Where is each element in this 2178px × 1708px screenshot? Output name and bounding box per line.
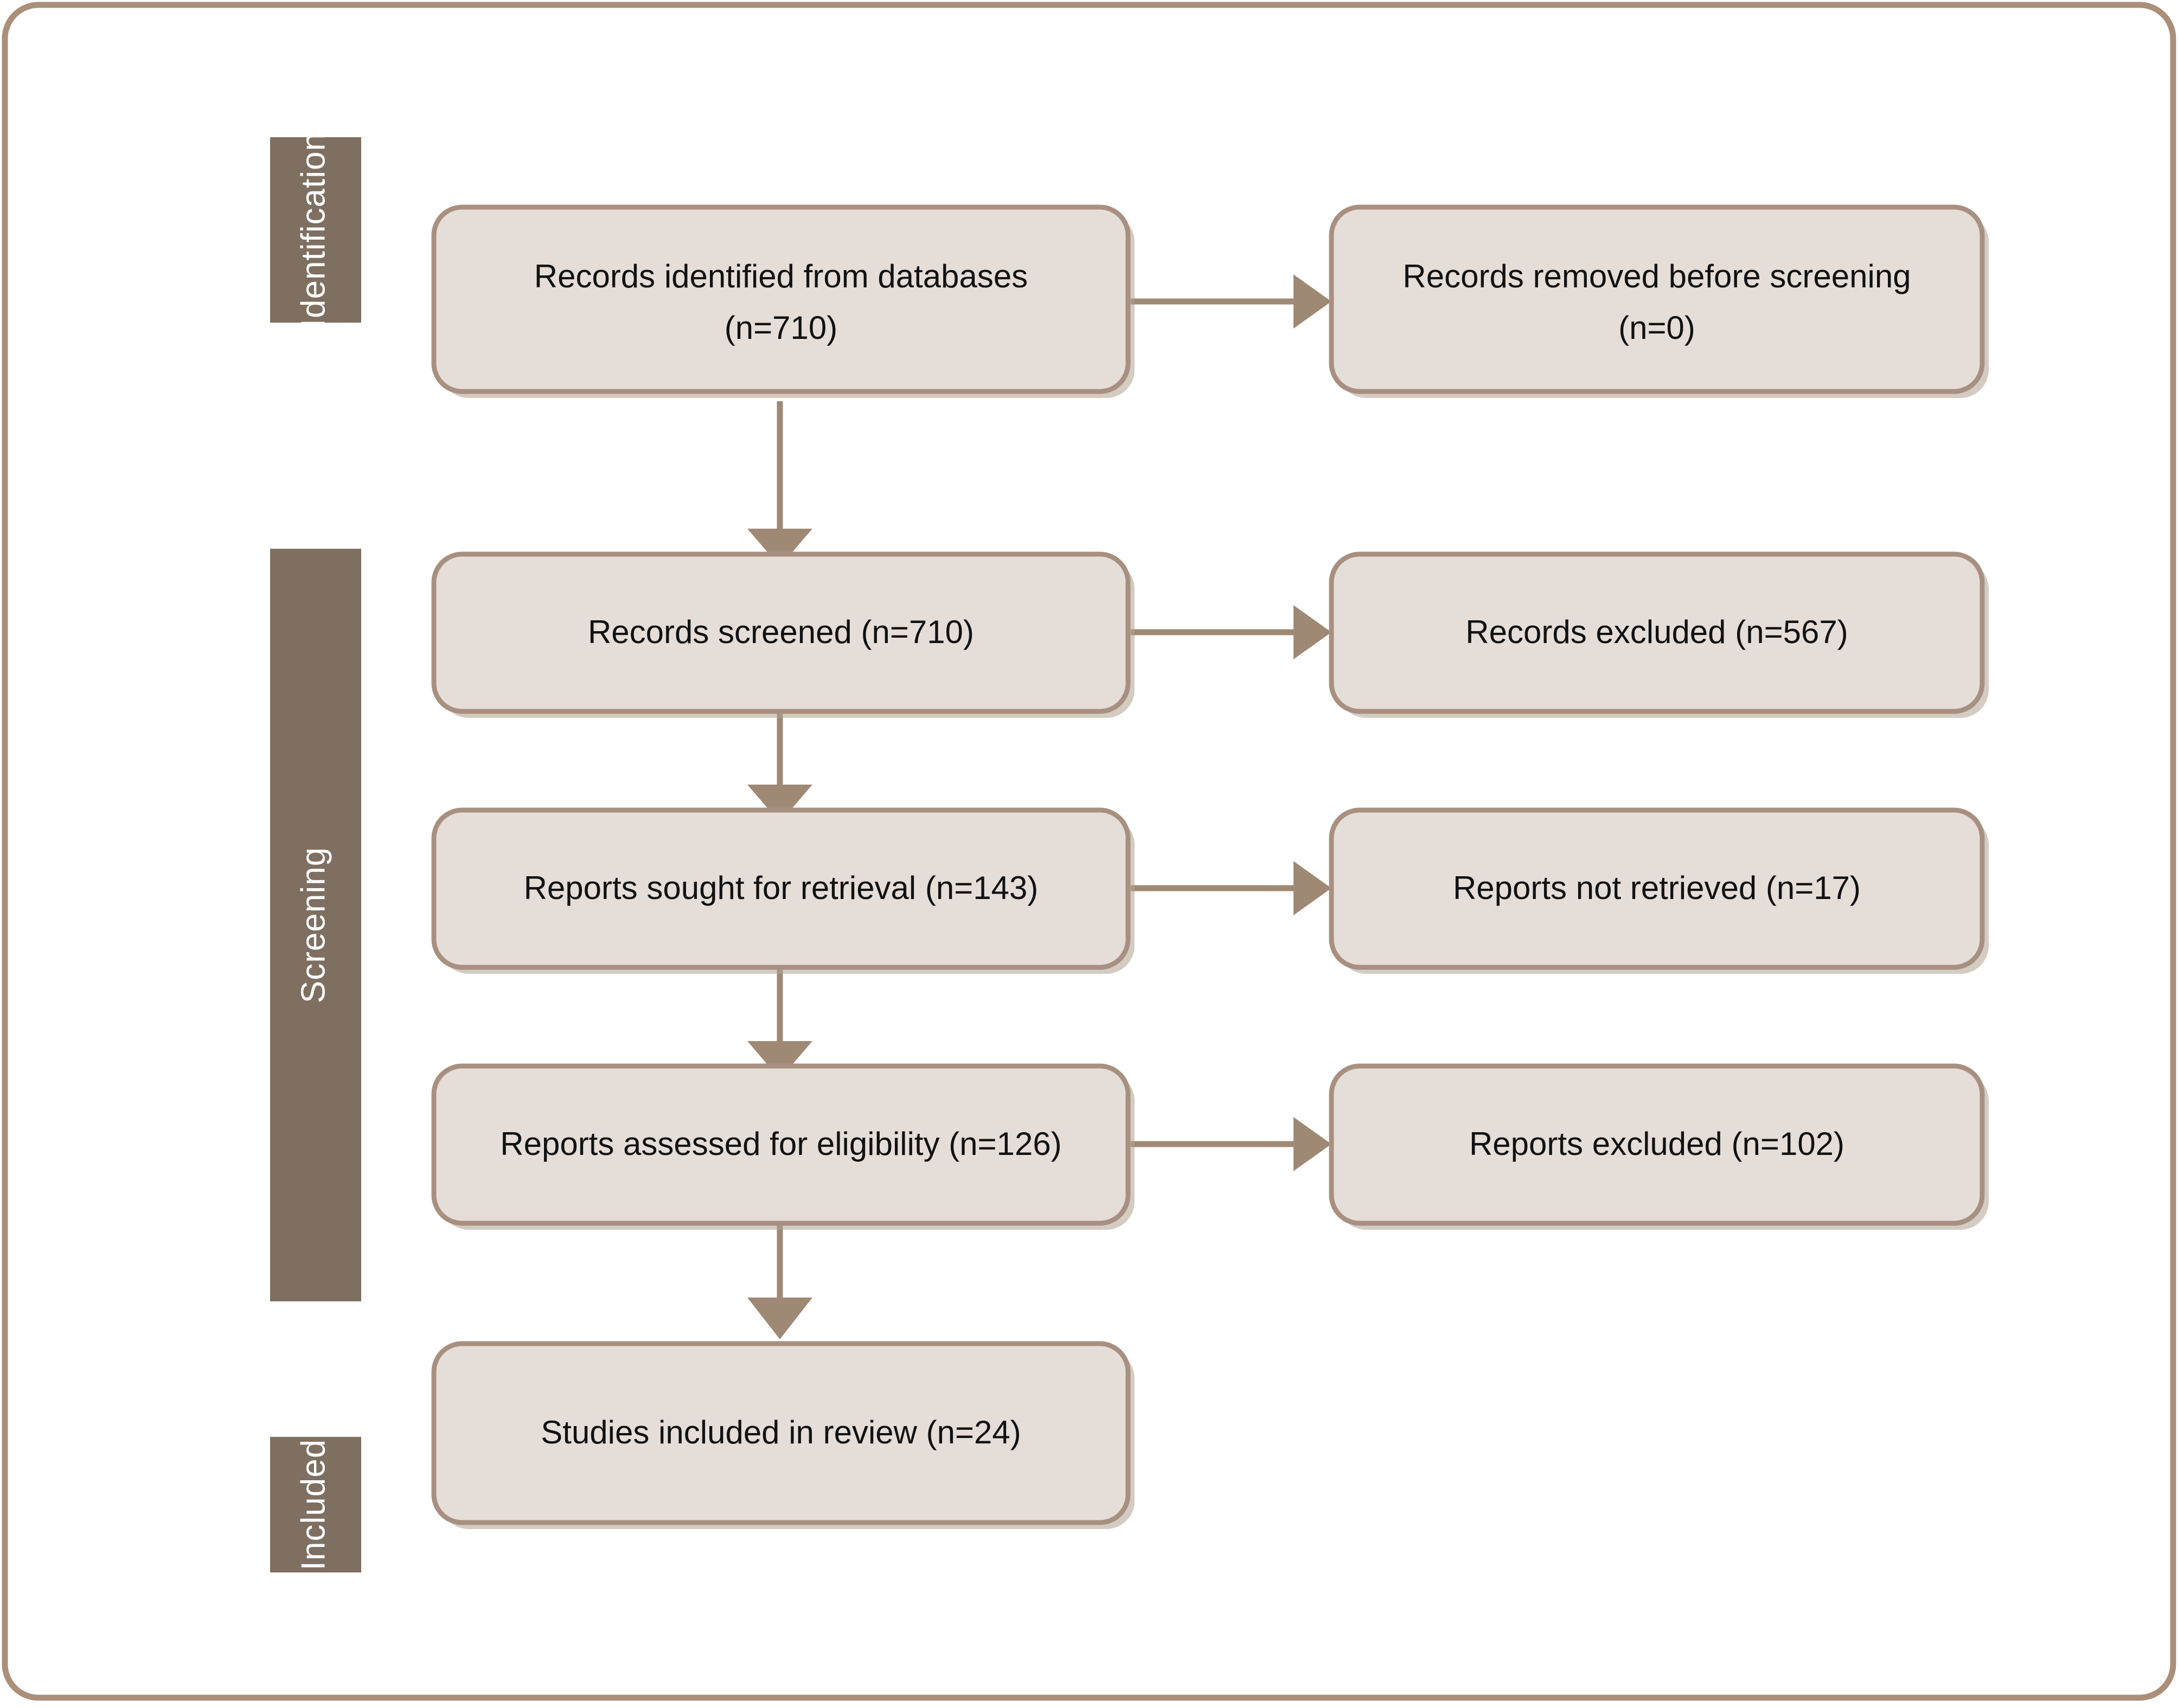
box-surface[interactable]: [1329, 551, 1985, 714]
stage-band-included-label: Included: [294, 1439, 332, 1570]
box-surface[interactable]: [1329, 1063, 1985, 1226]
connector-identified-to-screened: [747, 401, 812, 567]
arrowhead-right-icon: [1293, 605, 1331, 659]
box-surface[interactable]: [1329, 807, 1985, 970]
stage-band-included-bar: [270, 1437, 361, 1572]
box-reports-not-retrieved[interactable]: Reports not retrieved (n=17): [1329, 807, 1989, 974]
box-label-line-1: Studies included in review (n=24): [541, 1414, 1021, 1450]
box-records-removed-before-screening[interactable]: Records removed before screening (n=0): [1329, 204, 1989, 398]
box-surface[interactable]: [431, 1341, 1131, 1525]
box-label-line-2: (n=0): [1618, 310, 1695, 346]
box-label-line-1: Records screened (n=710): [588, 614, 974, 650]
box-studies-included-in-review[interactable]: Studies included in review (n=24): [431, 1341, 1135, 1529]
arrowhead-right-icon: [1293, 861, 1331, 915]
box-surface[interactable]: [1329, 204, 1985, 394]
box-surface[interactable]: [431, 1063, 1131, 1226]
box-records-excluded[interactable]: Records excluded (n=567): [1329, 551, 1989, 718]
arrowhead-down-icon: [747, 1041, 812, 1079]
box-reports-excluded[interactable]: Reports excluded (n=102): [1329, 1063, 1989, 1230]
arrowhead-down-icon: [747, 785, 812, 823]
connector-assessed-to-reports-excluded: [1131, 1117, 1331, 1171]
box-records-identified-from-databases[interactable]: Records identified from databases (n=710…: [431, 204, 1135, 398]
arrowhead-down-icon: [747, 529, 812, 567]
box-label-line-1: Reports sought for retrieval (n=143): [524, 870, 1039, 906]
stage-band-included: Included: [270, 1437, 361, 1572]
arrowhead-right-icon: [1293, 274, 1331, 329]
box-label-line-2: (n=710): [725, 310, 837, 346]
box-label-line-1: Reports excluded (n=102): [1469, 1126, 1844, 1162]
connector-screened-to-excluded: [1131, 605, 1331, 659]
box-label-line-1: Records excluded (n=567): [1465, 614, 1848, 650]
connector-sought-to-assessed: [747, 966, 812, 1079]
connector-assessed-to-included: [747, 1220, 812, 1339]
stage-band-identification-label: Identification: [294, 132, 332, 328]
box-surface[interactable]: [431, 204, 1131, 394]
connector-screened-to-sought: [747, 710, 812, 823]
box-label-line-1: Records removed before screening: [1402, 258, 1911, 294]
arrowhead-down-icon: [747, 1298, 812, 1339]
connector-sought-to-not-retrieved: [1131, 861, 1331, 915]
connector-identified-to-removed: [1131, 274, 1331, 329]
stage-band-screening-label: Screening: [294, 847, 332, 1003]
box-records-screened[interactable]: Records screened (n=710): [431, 551, 1135, 718]
stage-band-screening-bar: [270, 549, 361, 1301]
box-surface[interactable]: [431, 807, 1131, 970]
box-reports-sought-for-retrieval[interactable]: Reports sought for retrieval (n=143): [431, 807, 1135, 974]
box-label-line-1: Reports not retrieved (n=17): [1453, 870, 1861, 906]
box-label-line-1: Reports assessed for eligibility (n=126): [500, 1126, 1062, 1162]
box-reports-assessed-for-eligibility[interactable]: Reports assessed for eligibility (n=126): [431, 1063, 1135, 1230]
box-label-line-1: Records identified from databases: [534, 258, 1028, 294]
stage-band-identification-bar: [270, 137, 361, 323]
arrowhead-right-icon: [1293, 1117, 1331, 1171]
stage-band-screening: Screening: [270, 549, 361, 1301]
box-surface[interactable]: [431, 551, 1131, 714]
stage-band-identification: Identification: [270, 132, 361, 328]
